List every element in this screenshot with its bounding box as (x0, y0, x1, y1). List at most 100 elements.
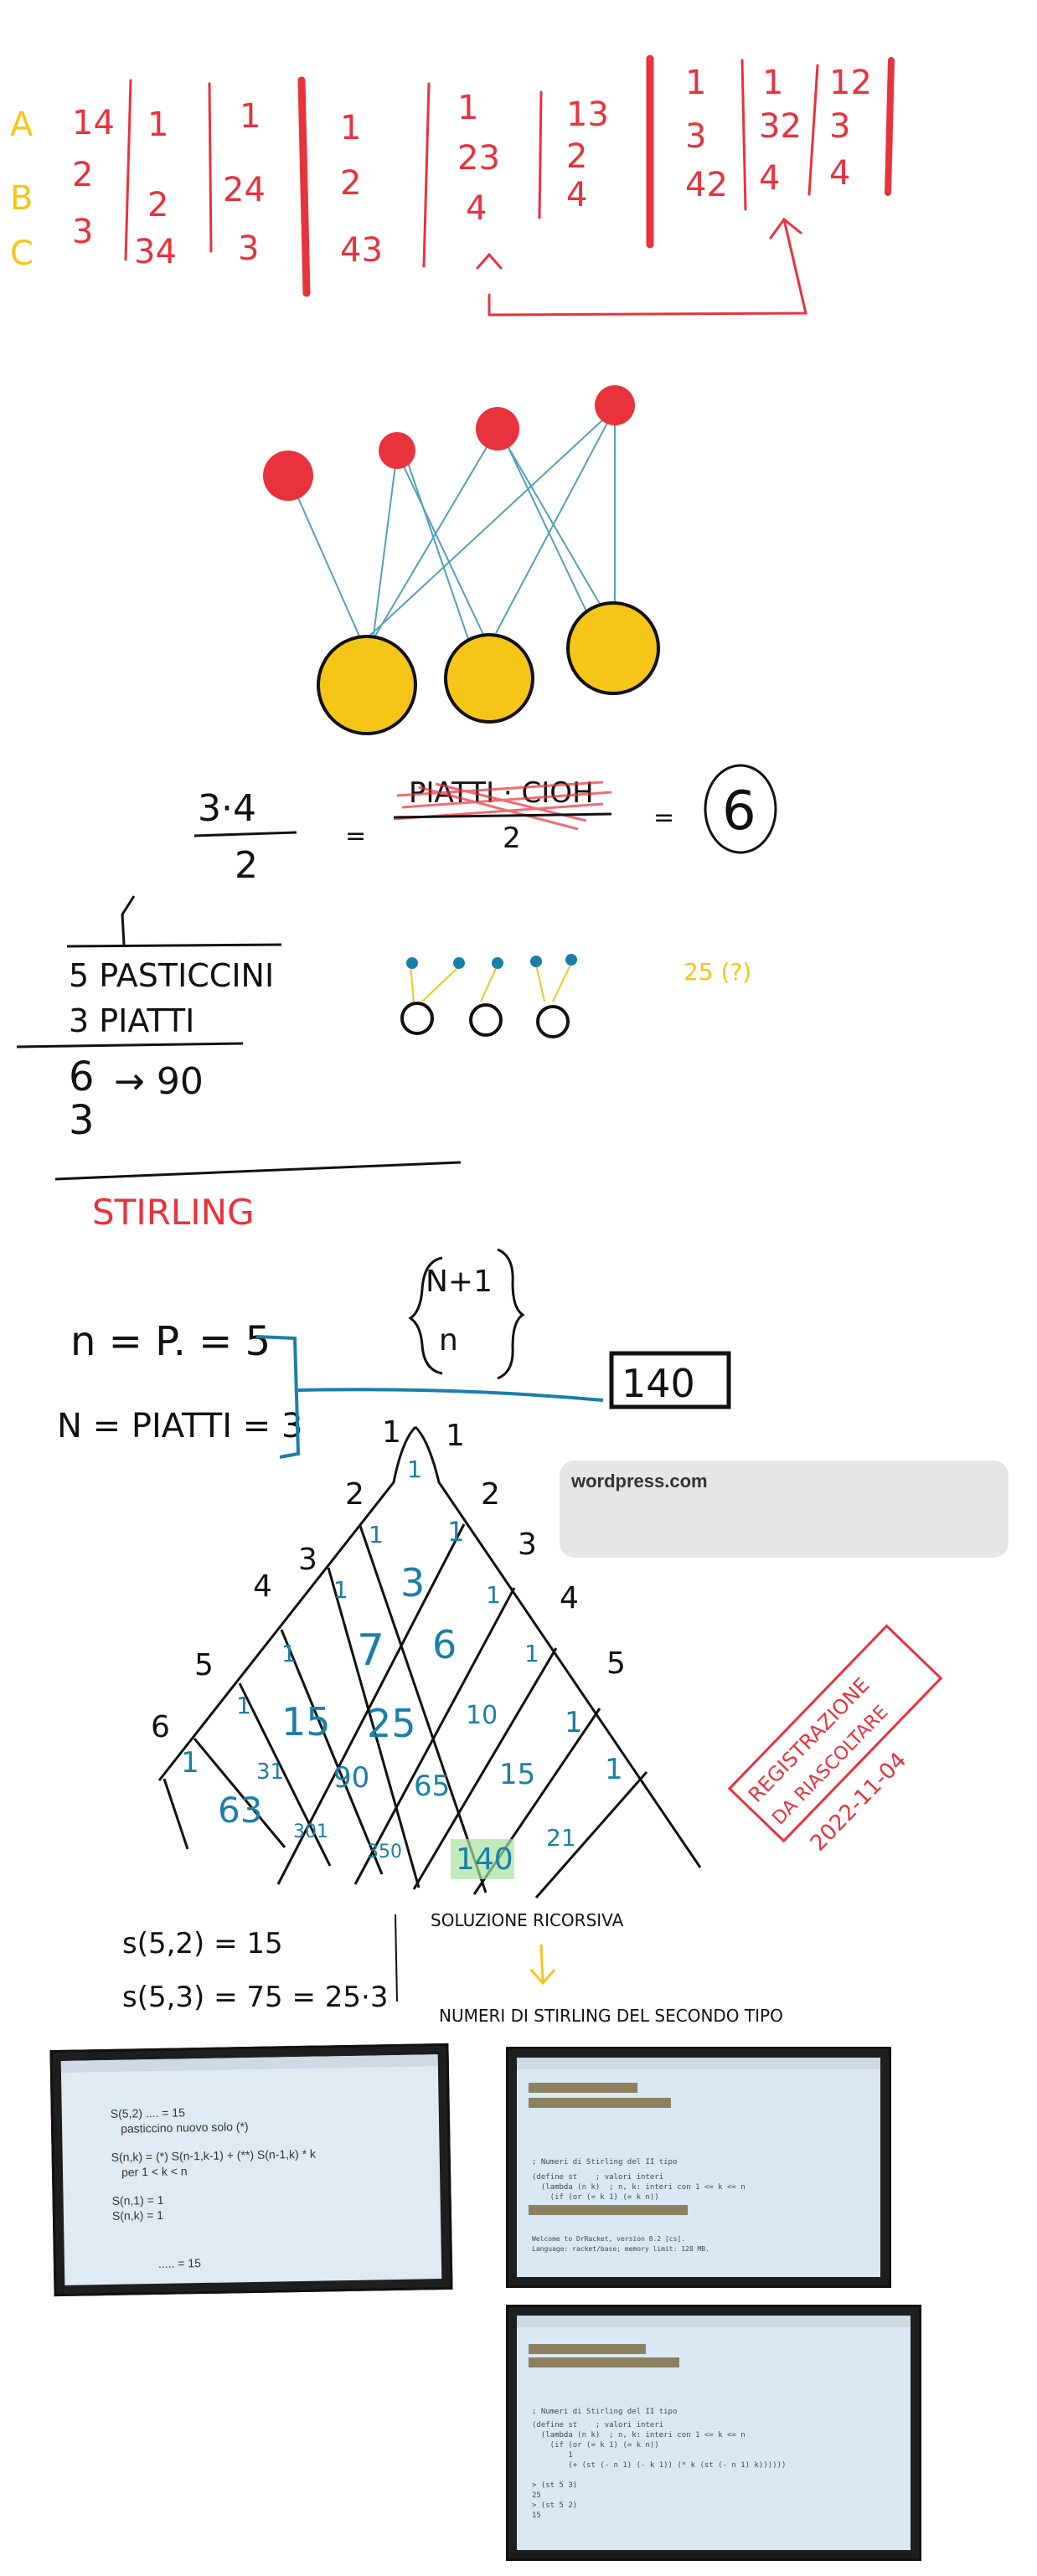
hanoi-cell: 4 (759, 159, 780, 198)
red-node (595, 385, 635, 425)
formula-numerator: 3·4 (198, 787, 256, 830)
repl-line: Language: racket/base; memory limit: 128… (532, 2245, 709, 2253)
brace-bottom: n (439, 1323, 458, 1358)
hanoi-cell: 2 (72, 156, 93, 194)
hanoi-cell: 3 (72, 213, 93, 251)
repl-line: Welcome to DrRacket, version 8.2 [cs]. (532, 2235, 686, 2243)
note-line: S(5,2) .... = 15 (110, 2105, 186, 2120)
code-line: (define st ; valori interi (532, 2173, 664, 2182)
formula-equals-2: = (653, 803, 674, 832)
hanoi-cell: 2 (147, 186, 168, 224)
repl-line: 15 (532, 2512, 541, 2520)
note-line: per 1 < k < n (121, 2164, 188, 2179)
bottom-notes: s(5,2) = 15 s(5,3) = 75 = 25·3 SOLUZIONE… (122, 1910, 783, 2026)
code-line: (if (or (= k 1) (= k n)) (532, 2441, 659, 2450)
boxed-result: 140 (622, 1361, 695, 1406)
stirling-title: STIRLING (92, 1192, 255, 1233)
left-side-num: 6 (151, 1710, 170, 1744)
triangle-cell: 1 (369, 1521, 384, 1548)
hanoi-cell: 43 (340, 231, 383, 270)
hanoi-cell: 32 (759, 107, 802, 146)
bipartite-diagram (263, 385, 660, 735)
hanoi-cell: 4 (829, 154, 850, 193)
stirling-tipo-note: NUMERI DI STIRLING DEL SECONDO TIPO (439, 2006, 783, 2026)
code-line: (if (or (= k 1) (= k n)) (532, 2193, 659, 2202)
brace-top: N+1 (426, 1265, 493, 1299)
left-side-num: 4 (253, 1569, 272, 1604)
triangle-cell: 90 (333, 1761, 369, 1795)
hanoi-cell: 13 (566, 95, 609, 134)
pasticcini-note: 25 (?) (684, 958, 751, 986)
screen-notes: S(5,2) .... = 15 pasticcino nuovo solo (… (60, 2054, 442, 2285)
hanoi-cell: 4 (566, 176, 587, 214)
code-line: (lambda (n k) ; n, k: interi con 1 <= k … (532, 2431, 746, 2439)
stirling-triangle: 1 2 3 4 5 6 1 2 3 4 5 1 1 1 1 3 1 1 7 6 … (151, 1415, 702, 1899)
yellow-node (317, 635, 417, 735)
triangle-cell: 10 (466, 1701, 498, 1730)
right-side-num: 3 (518, 1528, 537, 1562)
hanoi-cell: 14 (72, 104, 115, 142)
code-line: 1 (532, 2451, 573, 2460)
pasticcini-line: 5 PASTICCINI (69, 957, 274, 994)
triangle-cell: 1 (281, 1640, 297, 1667)
binom-top: 6 (69, 1054, 95, 1100)
row-label-a: A (10, 106, 34, 144)
triangle-cell: 6 (432, 1622, 457, 1667)
formula-denominator: 2 (235, 844, 258, 887)
menubar (517, 2058, 880, 2069)
triangle-cell: 3 (400, 1560, 425, 1605)
repl-line: 25 (532, 2491, 541, 2500)
triangle-cell: 1 (236, 1692, 251, 1719)
chip-text: wordpress.com (571, 1471, 708, 1492)
hanoi-table: A B C 14 2 3 1 2 34 1 24 3 1 2 43 1 23 4… (10, 54, 895, 317)
photo-screen-drracket-1: ; Numeri di Stirling del II tipo (define… (506, 2047, 891, 2288)
N-definition: N = PIATTI = 3 (57, 1407, 302, 1445)
hanoi-cell: 1 (240, 97, 261, 136)
s53-note: s(5,3) = 75 = 25·3 (122, 1981, 389, 2014)
row-label-b: B (10, 179, 33, 218)
params-block: n = P. = 5 N = PIATTI = 3 N+1 n 140 (57, 1248, 731, 1459)
hanoi-cell: 3 (238, 229, 259, 268)
triangle-cell: 31 (256, 1759, 284, 1785)
hanoi-cell: 1 (762, 64, 783, 102)
code-line: (define st ; valori interi (532, 2421, 664, 2429)
formula-equals: = (345, 822, 366, 851)
hanoi-cell: 12 (829, 64, 872, 102)
code-line: ; Numeri di Stirling del II tipo (532, 2408, 678, 2416)
crossed-denominator: 2 (503, 822, 521, 855)
right-side-num: 5 (606, 1646, 626, 1681)
triangle-cell-highlight: 140 (456, 1842, 513, 1877)
formula: 3·4 2 = PIATTI · CIOH 2 = 6 (193, 764, 777, 887)
repl-line: > (st 5 3) (532, 2481, 578, 2490)
row-label-c: C (10, 234, 34, 273)
photo-screen-notes: S(5,2) .... = 15 pasticcino nuovo solo (… (49, 2043, 453, 2297)
hanoi-cell: 2 (340, 164, 361, 203)
right-side-num: 1 (446, 1419, 465, 1453)
hanoi-cell: 1 (685, 64, 706, 102)
triangle-cell: 1 (333, 1576, 348, 1604)
note-line: pasticcino nuovo solo (*) (120, 2120, 249, 2136)
hanoi-cell: 2 (566, 137, 587, 176)
screen-drracket-2: ; Numeri di Stirling del II tipo (define… (517, 2316, 911, 2550)
right-side-num: 4 (560, 1581, 579, 1615)
hanoi-cell: 1 (457, 89, 478, 127)
binom-bottom: 3 (69, 1097, 95, 1144)
wordpress-chip[interactable]: wordpress.com (560, 1461, 1009, 1558)
repl-line: > (st 5 2) (532, 2501, 578, 2510)
n-definition: n = P. = 5 (70, 1318, 271, 1365)
triangle-cell: 15 (281, 1699, 331, 1744)
triangle-cell: 1 (605, 1753, 623, 1786)
formula-result: 6 (722, 781, 756, 842)
left-side-num: 2 (345, 1477, 364, 1512)
hanoi-cell: 1 (340, 109, 361, 147)
triangle-cell: 1 (486, 1581, 501, 1609)
piatti-line: 3 PIATTI (69, 1002, 194, 1039)
hanoi-cell: 34 (134, 233, 177, 271)
hanoi-cell: 1 (147, 106, 168, 144)
triangle-cell: 63 (218, 1790, 262, 1831)
screen-drracket-1: ; Numeri di Stirling del II tipo (define… (517, 2058, 880, 2277)
triangle-cell: 1 (524, 1640, 539, 1667)
triangle-cell: 1 (565, 1706, 583, 1739)
code-line: (lambda (n k) ; n, k: interi con 1 <= k … (532, 2183, 746, 2192)
